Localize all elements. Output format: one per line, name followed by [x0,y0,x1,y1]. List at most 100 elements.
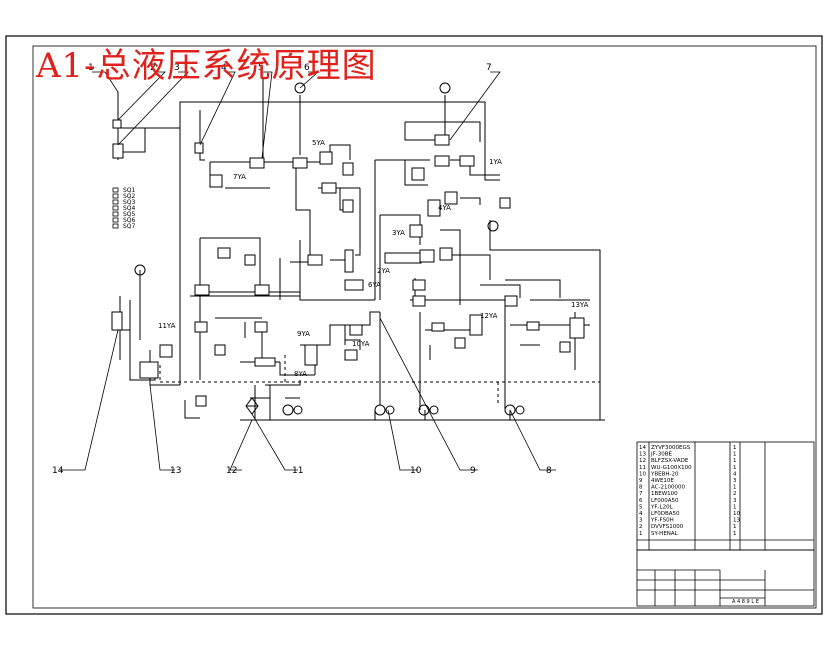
valve-coil-label: 9YA [297,330,310,338]
valve-block [321,182,337,194]
valve-coil-labels: 5YA7YA6YA1YA4YA3YA2YA9YA8YA10YA11YA12YA1… [158,139,589,378]
pump-icon [418,404,430,416]
parts-row-qty: 10 [733,511,740,517]
valve-coil-label: 2YA [377,267,390,275]
motor-icon [429,405,439,415]
valve-block [254,357,276,367]
parts-row-code: DVVFS1000 [651,524,684,530]
limit-switch-label: SQ5 [123,211,136,218]
valve-coil-label: 12YA [480,312,498,320]
limit-switch-label: SQ7 [123,223,136,230]
parts-row-number: 8 [639,485,643,491]
parts-row-qty: 1 [733,524,737,530]
parts-row-qty: 1 [733,504,737,510]
parts-row-qty: 4 [733,471,737,477]
parts-row-code: WU-G100X100 [651,465,692,471]
limit-switch-label: SQ6 [123,217,136,224]
parts-row-code: YF-L20L [650,504,674,510]
valve-coil-label: 3YA [392,229,405,237]
limit-switch-label: SQ3 [123,199,136,206]
valve-block [444,191,458,205]
callout-leaders [60,71,556,471]
valve-block [349,324,363,336]
parts-row-qty: 1 [733,465,737,471]
pump-icon [504,404,516,416]
motor-icon [293,405,303,415]
callout-number: 3 [174,63,180,73]
valve-block [431,322,445,332]
valve-block [194,321,208,333]
callout-number: 14 [52,466,64,476]
parts-row-number: 14 [639,445,646,451]
valve-block [111,311,123,331]
valve-block [409,224,423,238]
valve-block [344,249,354,273]
callout-number: 4 [221,63,227,73]
parts-row-code: BLFZSX-VADE [651,458,689,464]
motor-icon [385,405,395,415]
valve-block [254,284,270,296]
valve-block [459,155,475,167]
parts-row-number: 2 [639,524,643,530]
pipe-network [117,78,605,421]
valve-block [342,162,354,176]
parts-row-code: JF-30BE [650,452,673,458]
callout-number: 8 [546,466,552,476]
parts-row-number: 13 [639,452,646,458]
valve-coil-label: 11YA [158,322,176,330]
parts-row-qty: 1 [733,452,737,458]
valve-block [214,344,226,356]
valve-block [304,344,318,366]
valve-block [319,151,333,165]
callout-number: 5 [258,63,264,73]
valve-block [469,314,483,336]
parts-row-number: 11 [639,465,646,471]
valve-block [427,199,441,217]
valve-coil-label: 5YA [312,139,325,147]
parts-row-code: LF000A50 [651,498,679,504]
valve-coil-label: 13YA [571,301,589,309]
parts-row-number: 4 [639,511,643,517]
valve-block [194,284,210,296]
parts-row-code: SY-HENAL [651,531,679,537]
valve-block [439,247,453,261]
valve-coil-label: 1YA [489,158,502,166]
valve-block [209,174,223,188]
outer-frame [5,35,823,615]
callout-number: 10 [410,466,422,476]
valve-coil-label: 6YA [368,281,381,289]
pressure-gauges [134,82,499,276]
parts-row-qty: 2 [733,491,737,497]
pump-icon [374,404,386,416]
valve-block [504,295,518,307]
valve-block [249,157,265,169]
valve-block [434,155,450,167]
parts-row-code: 1BEW100 [651,491,678,497]
limit-switch-list [112,187,119,229]
valve-block [112,119,122,129]
parts-row-number: 3 [639,518,643,524]
valve-block [569,317,585,339]
parts-row-number: 10 [639,471,646,477]
valve-block [112,143,124,159]
parts-row-number: 7 [639,491,643,497]
callout-number: 6 [304,63,310,73]
parts-row-qty: 1 [733,531,737,537]
valve-coil-label: 10YA [352,340,370,348]
parts-list-table [636,441,815,607]
parts-row-qty: 3 [733,498,737,504]
parts-row-code: ZYVF3000EGS [651,445,691,451]
valve-block [194,142,204,154]
parts-row-qty: 3 [733,478,737,484]
valve-block [344,279,364,291]
valve-block [384,252,422,264]
valve-block [344,349,358,361]
valve-block [292,157,308,169]
parts-row-number: 12 [639,458,646,464]
valve-block [244,254,256,266]
parts-row-qty: 13 [733,518,740,524]
